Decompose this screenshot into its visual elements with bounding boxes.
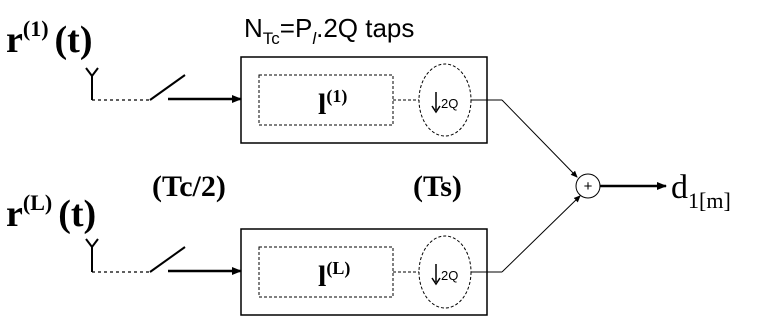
decimator-L-factor: 2Q bbox=[441, 268, 458, 283]
filter-1-label: l(1) bbox=[318, 86, 347, 121]
adder-symbol: + bbox=[584, 178, 593, 195]
output-label: d1[m] bbox=[671, 169, 731, 213]
antenna-L-icon bbox=[85, 238, 99, 272]
decimator-1-factor: 2Q bbox=[441, 96, 458, 111]
input-signal-1-label: r(1)(t) bbox=[6, 16, 93, 61]
down-arrow-L-icon bbox=[431, 264, 441, 286]
taps-title: NTc=Pl.2Q taps bbox=[244, 13, 414, 48]
filter-L bbox=[258, 246, 394, 298]
filter-1 bbox=[258, 74, 394, 126]
symbol-rate-label: (Ts) bbox=[413, 170, 462, 203]
chip-rate-label: (Tc/2) bbox=[152, 170, 226, 203]
sampler-switch-1 bbox=[149, 74, 186, 101]
input-signal-L-label: r(L)(t) bbox=[6, 190, 96, 235]
antenna-1-icon bbox=[85, 67, 99, 100]
filter-L-label: l(L) bbox=[318, 258, 350, 293]
branch-1-to-adder bbox=[501, 99, 578, 178]
sampler-switch-L bbox=[149, 246, 186, 273]
down-arrow-1-icon bbox=[431, 92, 441, 114]
branch-L-to-adder bbox=[501, 195, 581, 273]
